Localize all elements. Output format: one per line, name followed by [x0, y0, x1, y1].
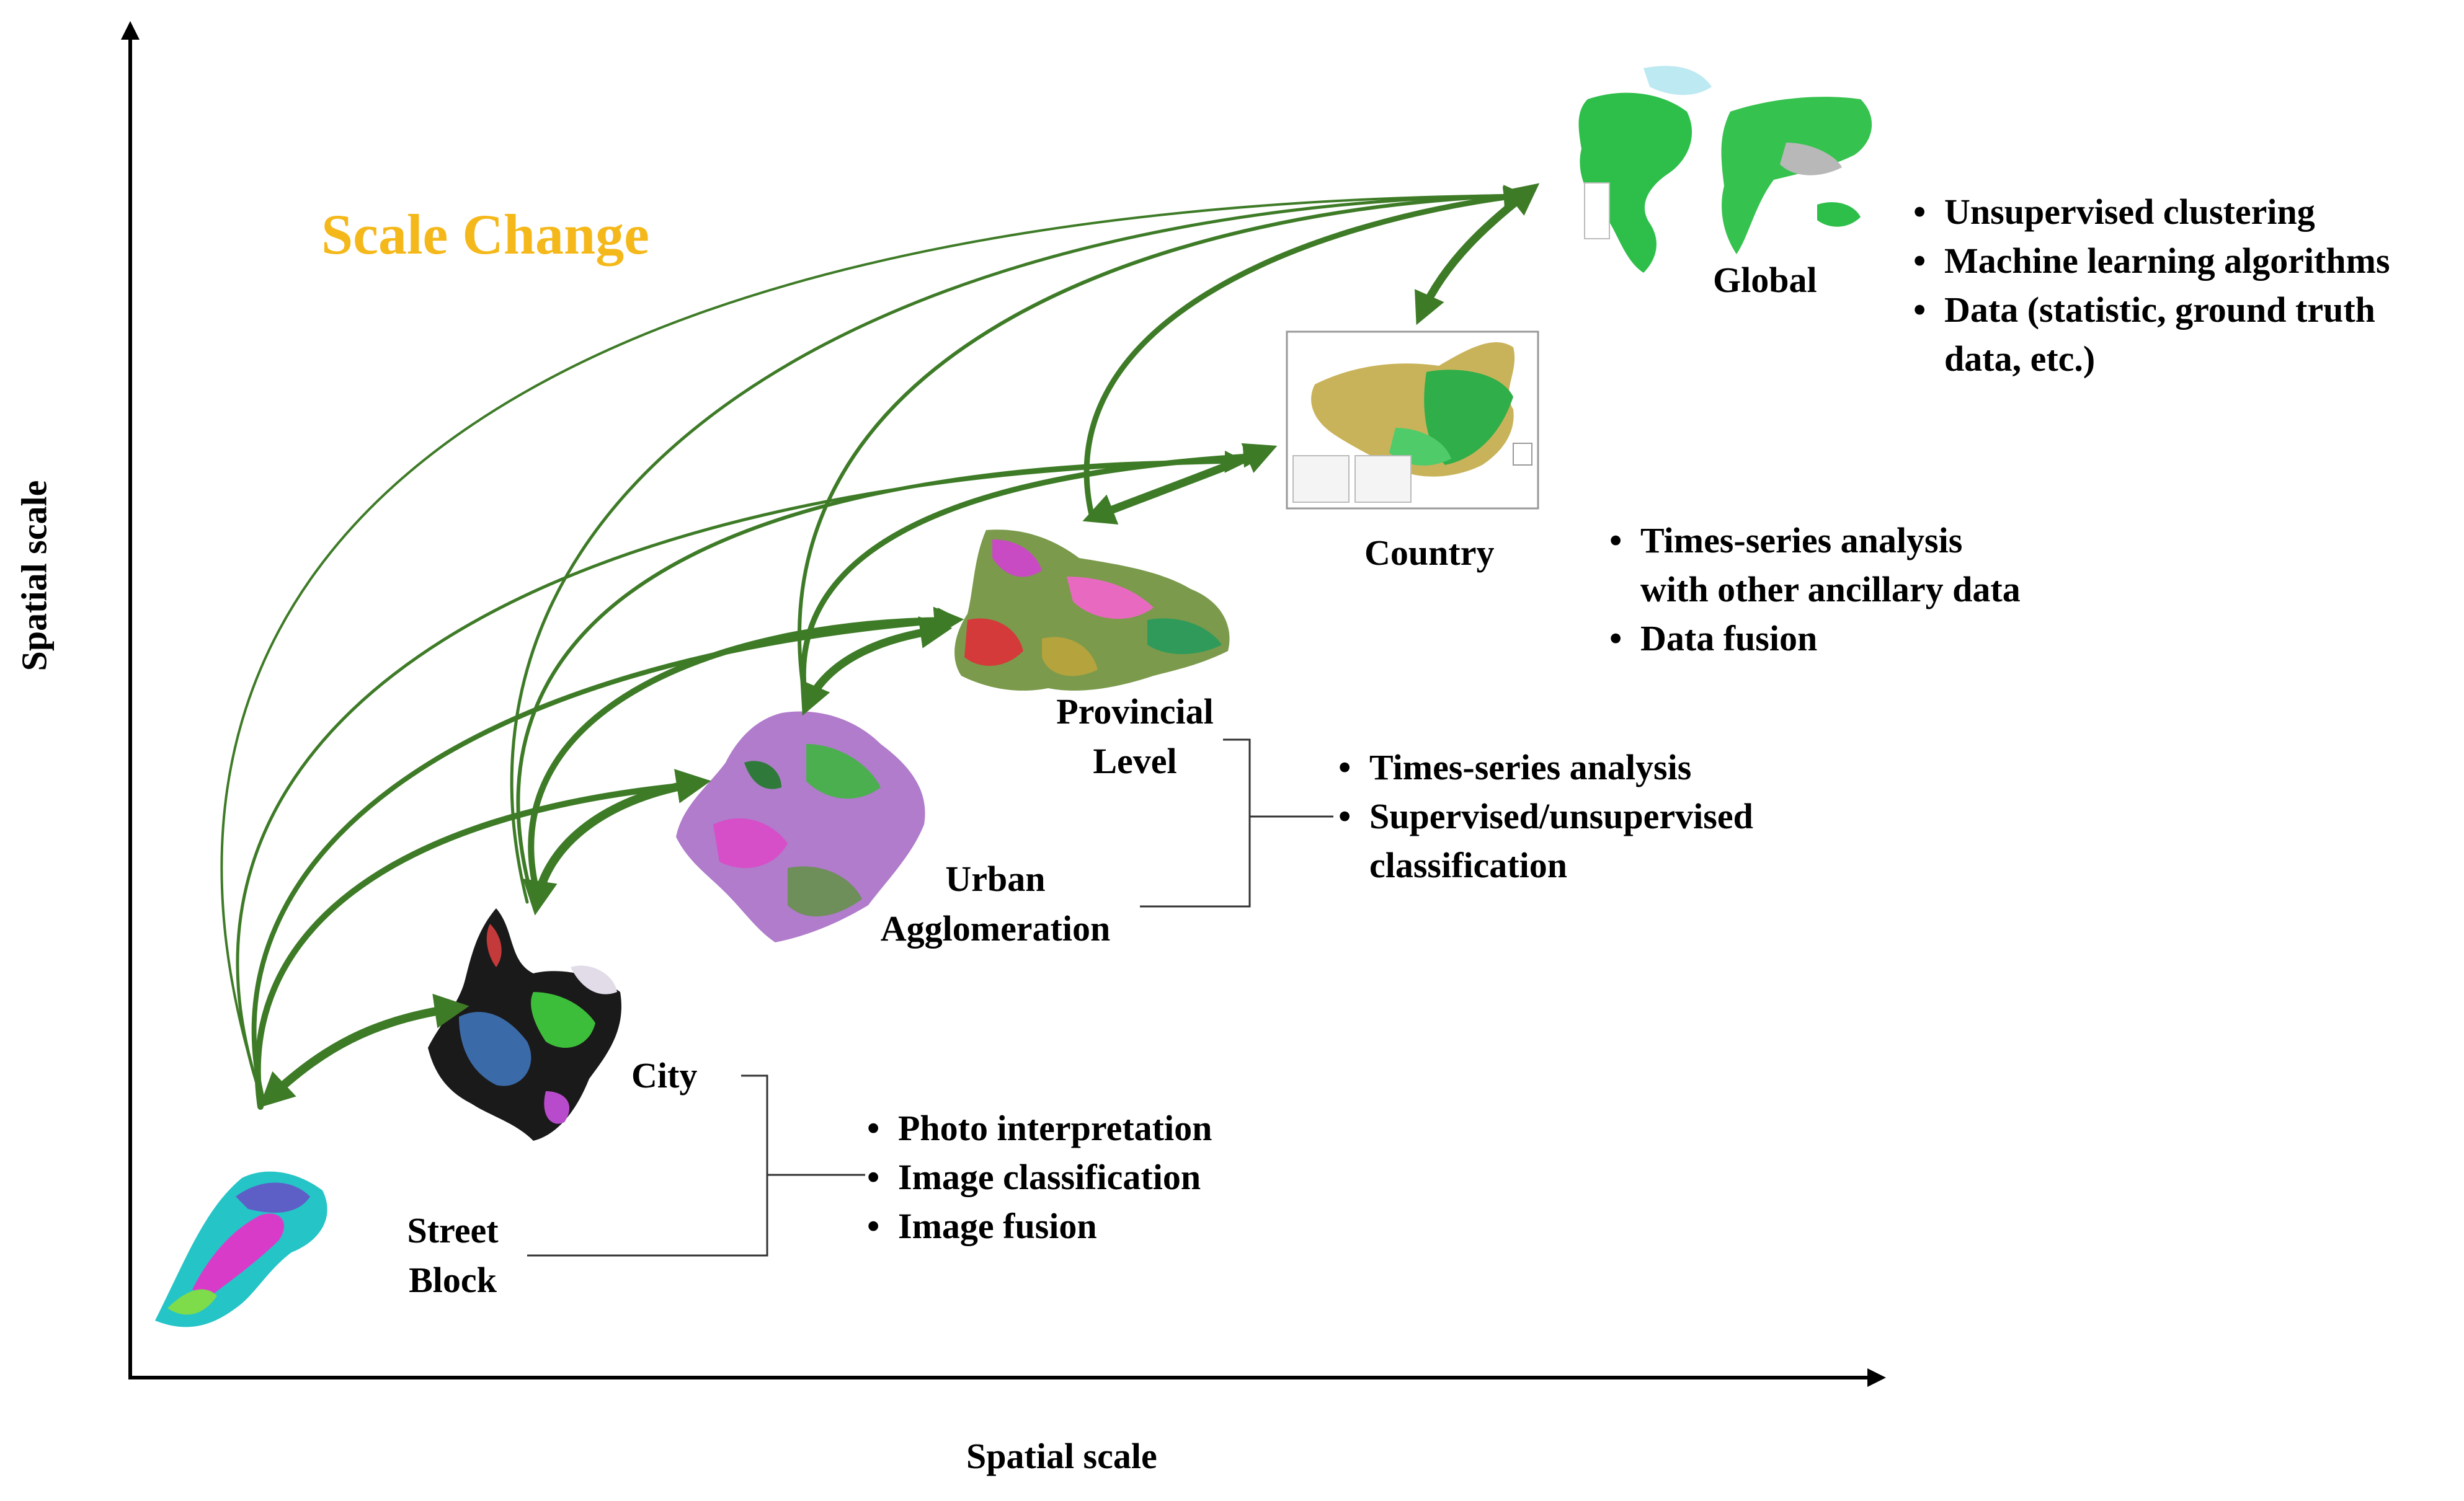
- method-item: Times-series analysis: [1609, 516, 2021, 565]
- methods-regional-scale: Times-series analysis Supervised/unsuper…: [1338, 743, 1753, 890]
- level-label-provincial-level: Provincial Level: [1056, 691, 1214, 781]
- methods-national-scale: Times-series analysis with other ancilla…: [1609, 516, 2021, 663]
- provincial-map: [954, 529, 1230, 691]
- arrow-street-urban: [254, 773, 705, 1110]
- city-map: [428, 908, 621, 1141]
- urban-agglomeration-map: [676, 711, 925, 942]
- arrow-urban-global: [798, 184, 1526, 709]
- methods-global-scale: Unsupervised clustering Machine learning…: [1913, 187, 2390, 383]
- arrow-street-global: [220, 188, 1524, 1105]
- china-land-cover-map: [1286, 330, 1539, 510]
- diagram-title: Scale Change: [321, 203, 649, 266]
- method-item: Machine learning algorithms: [1913, 236, 2390, 285]
- arrow-street-city: [259, 993, 469, 1108]
- level-label-urban-agglomeration: Urban Agglomeration: [880, 859, 1111, 949]
- method-item-continuation: classification: [1369, 845, 1567, 885]
- world-land-cover-map: [1578, 66, 1872, 273]
- arrow-city-urban: [523, 769, 711, 916]
- method-item: Times-series analysis: [1338, 743, 1753, 792]
- method-brackets: [527, 738, 1333, 1257]
- method-item: Supervised/unsupervised: [1338, 792, 1753, 841]
- method-item-continuation: data, etc.): [1944, 339, 2096, 379]
- scale-change-arrows: [220, 183, 1540, 1110]
- bracket-fine: [527, 1074, 865, 1257]
- level-label-global: Global: [1713, 260, 1817, 300]
- axes: [121, 21, 1886, 1387]
- method-item: Data fusion: [1609, 614, 2021, 663]
- level-label-country: Country: [1364, 533, 1495, 573]
- level-label-street-block: Street Block: [407, 1210, 499, 1300]
- method-item-continuation: with other ancillary data: [1640, 569, 2021, 609]
- arrow-city-global: [510, 186, 1525, 904]
- method-item: Image fusion: [867, 1202, 1212, 1251]
- bracket-regional: [1140, 738, 1333, 908]
- methods-fine-scale: Photo interpretation Image classificatio…: [867, 1104, 1212, 1251]
- arrow-city-country: [516, 450, 1247, 904]
- street-block-map: [155, 1171, 327, 1327]
- method-item: Image classification: [867, 1153, 1212, 1202]
- level-label-city: City: [631, 1055, 698, 1096]
- arrow-provincial-global: [1083, 186, 1526, 518]
- arrow-urban-country: [800, 445, 1266, 710]
- method-item: Unsupervised clustering: [1913, 187, 2390, 236]
- arrow-city-provincial: [528, 608, 963, 905]
- arrow-urban-provincial: [800, 616, 953, 716]
- method-item: Data (statistic, ground truth: [1913, 285, 2390, 334]
- y-axis-label: Spatial scale: [14, 480, 55, 671]
- method-item: Photo interpretation: [867, 1104, 1212, 1153]
- x-axis-label: Spatial scale: [966, 1436, 1157, 1476]
